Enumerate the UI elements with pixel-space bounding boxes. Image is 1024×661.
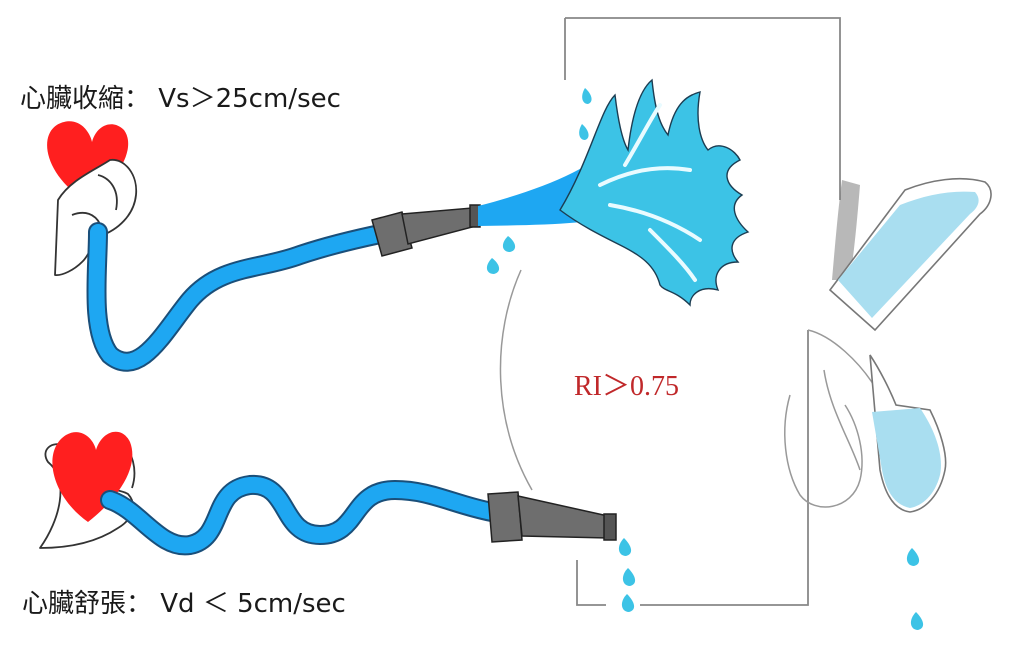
diastole-heart [52,431,133,522]
diastole-label: 心臟舒張： Vd ＜ 5cm/sec [22,589,346,619]
hose-icon [86,222,400,372]
systole-label: 心臟收縮： Vs＞25cm/sec [20,84,341,114]
ri-label: RI＞0.75 [574,371,680,402]
frame-outline [564,17,841,606]
water-drop-icon [618,538,636,612]
water-spray-icon [478,78,750,307]
water-drop-icon [906,548,924,630]
nozzle-icon [487,491,617,543]
systole-hand [54,159,137,276]
water-drop-icon [486,236,516,274]
heart-icon [52,431,133,522]
penis-icon [828,177,992,513]
nozzle-icon [371,204,481,257]
